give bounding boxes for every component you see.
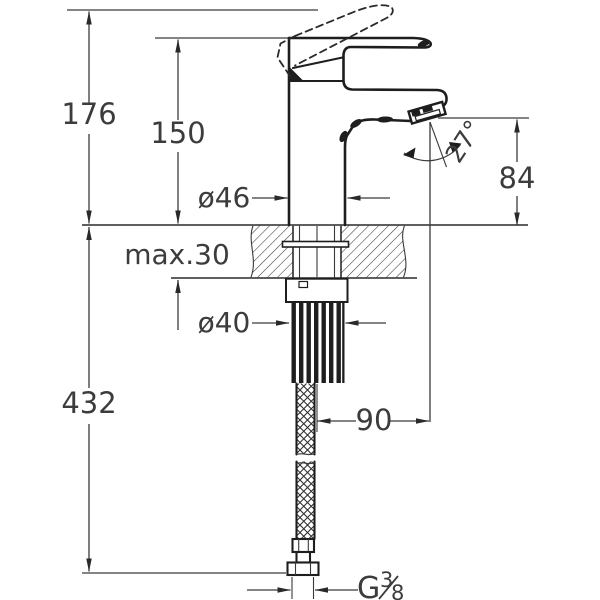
label-shank-diameter: ø40 [198, 306, 251, 339]
label-max-deck-thickness: max.30 [124, 238, 230, 271]
handle-raised-dashed [276, 4, 394, 80]
supply-assembly [285, 277, 349, 577]
fixing-nut [285, 277, 349, 304]
spout-underside [343, 118, 413, 227]
flex-hose [295, 382, 316, 541]
label-spout-angle: 27° [440, 115, 488, 168]
ribbed-shank [289, 300, 346, 383]
label-spout-reach: 90 [356, 403, 393, 437]
label-body-diameter: ø46 [198, 181, 251, 214]
extension-lines [67, 9, 529, 599]
mounting-washer [281, 240, 350, 248]
aerator [407, 100, 448, 126]
label-spout-to-deck-height: 84 [499, 161, 536, 195]
dimension-lines [86, 11, 520, 593]
hose-end-fitting [286, 537, 320, 577]
label-thread-prefix: G [357, 571, 380, 600]
counter-section [250, 225, 407, 278]
faucet-body [287, 36, 448, 227]
labels: 176 150 ø46 27° 84 max.30 ø40 432 90 G 3… [61, 97, 535, 600]
label-overall-height: 176 [61, 97, 116, 131]
label-thread-denominator: 8 [391, 581, 404, 600]
label-thread-size: G 3 8 [357, 568, 404, 600]
label-body-height: 150 [150, 116, 205, 150]
label-hose-drop-length: 432 [61, 386, 116, 420]
handle-and-spout-outline [287, 36, 448, 107]
